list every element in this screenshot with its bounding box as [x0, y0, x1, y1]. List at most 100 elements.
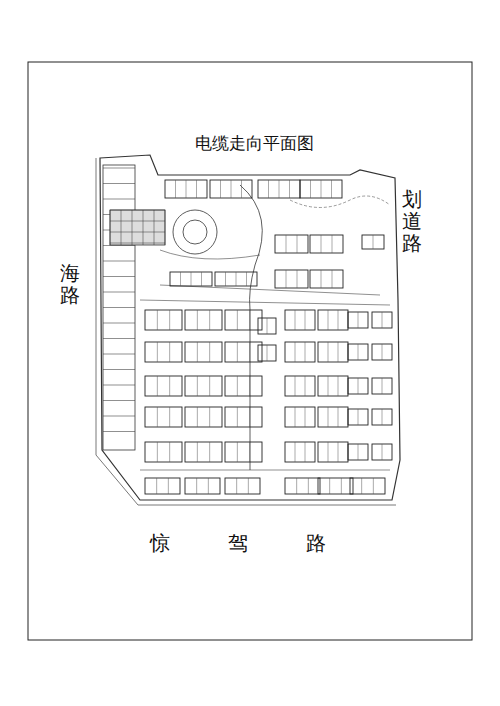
unit-divider — [249, 407, 250, 427]
unit-divider — [231, 180, 232, 198]
unit-divider — [249, 376, 250, 396]
garden-circle — [183, 220, 207, 244]
shop-divider — [103, 354, 135, 355]
unit-divider — [358, 312, 359, 328]
building-block — [225, 407, 262, 427]
unit-divider — [305, 376, 306, 396]
unit-divider — [338, 407, 339, 427]
unit-divider — [341, 478, 342, 494]
unit-divider — [361, 478, 362, 494]
unit-divider — [169, 442, 170, 462]
shop-divider — [103, 369, 135, 370]
building-block — [275, 270, 308, 288]
building-block — [258, 318, 276, 334]
unit-divider — [305, 310, 306, 330]
unit-divider — [191, 272, 192, 286]
unit-divider — [209, 376, 210, 396]
unit-divider — [236, 478, 237, 494]
plaza-grid-line — [154, 210, 155, 245]
building-block — [225, 478, 260, 494]
building-block — [372, 312, 392, 328]
building-block — [258, 345, 276, 361]
building-block — [348, 344, 368, 360]
building-block — [362, 235, 384, 249]
building-block — [372, 409, 392, 425]
building-block — [310, 235, 343, 253]
building-block — [185, 442, 222, 462]
unit-divider — [197, 342, 198, 362]
unit-divider — [169, 310, 170, 330]
shop-divider — [103, 400, 135, 401]
unit-divider — [201, 272, 202, 286]
building-block — [145, 376, 182, 396]
building-block — [300, 180, 342, 198]
unit-divider — [328, 310, 329, 330]
unit-divider — [248, 478, 249, 494]
building-block — [318, 376, 348, 396]
unit-divider — [157, 342, 158, 362]
unit-divider — [338, 376, 339, 396]
plaza-grid-line — [110, 232, 165, 233]
building-block — [225, 442, 262, 462]
entrance-plaza — [110, 210, 165, 245]
unit-divider — [169, 407, 170, 427]
building-block — [285, 478, 320, 494]
building-block — [318, 407, 348, 427]
drawing-frame — [28, 62, 472, 640]
unit-divider — [156, 478, 157, 494]
unit-divider — [305, 442, 306, 462]
unit-divider — [237, 310, 238, 330]
building-block — [348, 378, 368, 394]
unit-divider — [295, 376, 296, 396]
unit-divider — [249, 310, 250, 330]
building-block — [215, 272, 257, 286]
unit-divider — [321, 270, 322, 288]
unit-divider — [208, 478, 209, 494]
unit-divider — [382, 312, 383, 328]
building-block — [285, 342, 315, 362]
unit-divider — [196, 478, 197, 494]
unit-divider — [237, 342, 238, 362]
unit-divider — [295, 407, 296, 427]
road-edge — [96, 158, 396, 505]
unit-divider — [286, 235, 287, 253]
building-block — [318, 478, 353, 494]
unit-divider — [197, 310, 198, 330]
shop-divider — [103, 431, 135, 432]
shop-divider — [103, 292, 135, 293]
unit-divider — [209, 342, 210, 362]
building-block — [145, 342, 182, 362]
unit-divider — [268, 180, 269, 198]
building-block — [165, 180, 207, 198]
building-block — [348, 312, 368, 328]
plaza-grid-line — [143, 210, 144, 245]
shop-divider — [103, 416, 135, 417]
road-name: 惊驾路 — [150, 530, 384, 557]
unit-divider — [328, 442, 329, 462]
unit-divider — [358, 378, 359, 394]
unit-divider — [241, 180, 242, 198]
shop-divider — [103, 261, 135, 262]
building-block — [285, 376, 315, 396]
unit-divider — [358, 444, 359, 460]
unit-divider — [279, 180, 280, 198]
plaza-grid-line — [165, 210, 166, 245]
unit-divider — [382, 344, 383, 360]
plaza-grid-line — [110, 243, 165, 244]
unit-divider — [175, 180, 176, 198]
unit-divider — [296, 478, 297, 494]
cable-route — [140, 250, 390, 470]
unit-divider — [209, 310, 210, 330]
road-name: 划道路 — [402, 188, 422, 254]
plaza-grid — [110, 210, 165, 245]
shop-units — [103, 168, 135, 432]
building-block — [145, 310, 182, 330]
unit-divider — [382, 409, 383, 425]
building-block — [225, 376, 262, 396]
unit-divider — [310, 180, 311, 198]
plaza-grid-line — [110, 210, 111, 245]
plaza-grid-line — [110, 210, 165, 211]
unit-divider — [358, 409, 359, 425]
unit-divider — [289, 180, 290, 198]
shop-divider — [103, 199, 135, 200]
